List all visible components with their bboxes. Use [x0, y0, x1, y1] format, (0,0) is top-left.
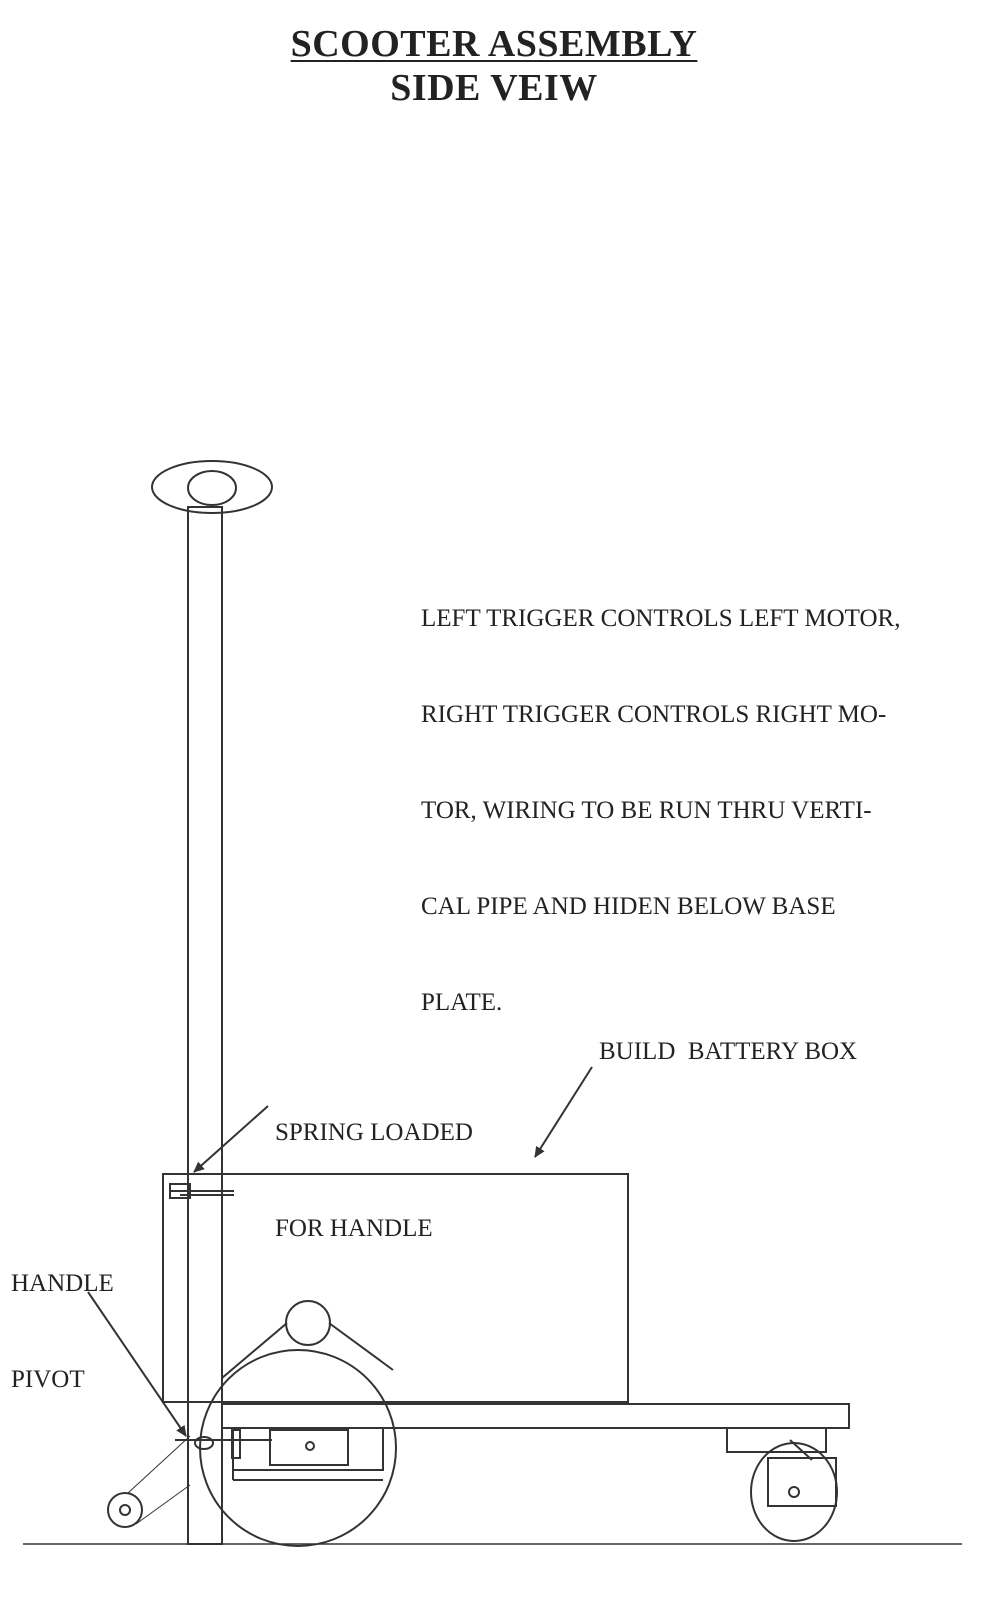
wiring-note-line: TOR, WIRING TO BE RUN THRU VERTI- — [421, 797, 872, 824]
caster-link-lower — [136, 1485, 190, 1524]
front-caster-stem — [790, 1440, 812, 1460]
base-plate — [222, 1404, 849, 1428]
handle-pivot-arrow — [88, 1292, 186, 1437]
pivot-plate — [232, 1430, 240, 1458]
front-caster-axle — [789, 1487, 799, 1497]
spring-loaded-line: FOR HANDLE — [275, 1215, 433, 1242]
motor-body — [270, 1430, 348, 1465]
front-caster-mount — [727, 1428, 826, 1452]
handle-pivot-line: PIVOT — [11, 1366, 85, 1393]
handle-grip-outer — [152, 461, 272, 513]
drive-wheel — [200, 1350, 396, 1546]
wiring-note-line: LEFT TRIGGER CONTROLS LEFT MOTOR, — [421, 605, 901, 632]
motor-shaft — [306, 1442, 314, 1450]
spring-loaded-label: SPRING LOADED FOR HANDLE — [275, 1053, 473, 1277]
battery-box-arrow — [535, 1067, 592, 1158]
wiring-note-line: PLATE. — [421, 989, 503, 1016]
caster-link-upper — [128, 1436, 190, 1493]
pivot-bolt — [195, 1437, 213, 1449]
front-caster-fork — [768, 1458, 836, 1506]
wiring-note-line: RIGHT TRIGGER CONTROLS RIGHT MO- — [421, 701, 887, 728]
handle-pivot-label: HANDLE PIVOT — [11, 1204, 114, 1428]
handle-grip-inner — [188, 471, 236, 505]
vertical-pipe — [188, 507, 222, 1544]
battery-box-label: BUILD BATTERY BOX — [599, 1038, 858, 1065]
spring-loaded-line: SPRING LOADED — [275, 1119, 473, 1146]
motor-housing-outline — [222, 1323, 393, 1378]
handle-pivot-line: HANDLE — [11, 1270, 114, 1297]
diagram-title: SCOOTER ASSEMBLY — [290, 23, 698, 65]
battery-box — [163, 1174, 628, 1402]
wiring-note-line: CAL PIPE AND HIDEN BELOW BASE — [421, 893, 836, 920]
spring-loaded-arrow — [193, 1106, 268, 1172]
rear-caster-inner — [120, 1505, 130, 1515]
diagram-subtitle: SIDE VEIW — [390, 67, 598, 109]
rear-caster-outer — [108, 1493, 142, 1527]
wiring-note: LEFT TRIGGER CONTROLS LEFT MOTOR, RIGHT … — [421, 539, 900, 1051]
motor-housing-top — [286, 1301, 330, 1345]
